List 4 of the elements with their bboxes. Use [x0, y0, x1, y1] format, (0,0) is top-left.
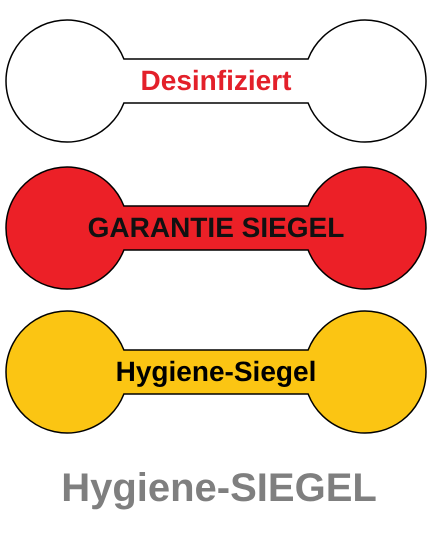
- caption: Hygiene-SIEGEL: [60, 468, 378, 508]
- seal-text: Hygiene-Siegel: [116, 358, 316, 386]
- seal-text: GARANTIE SIEGEL: [88, 214, 344, 242]
- seal-text: Desinfiziert: [140, 67, 292, 95]
